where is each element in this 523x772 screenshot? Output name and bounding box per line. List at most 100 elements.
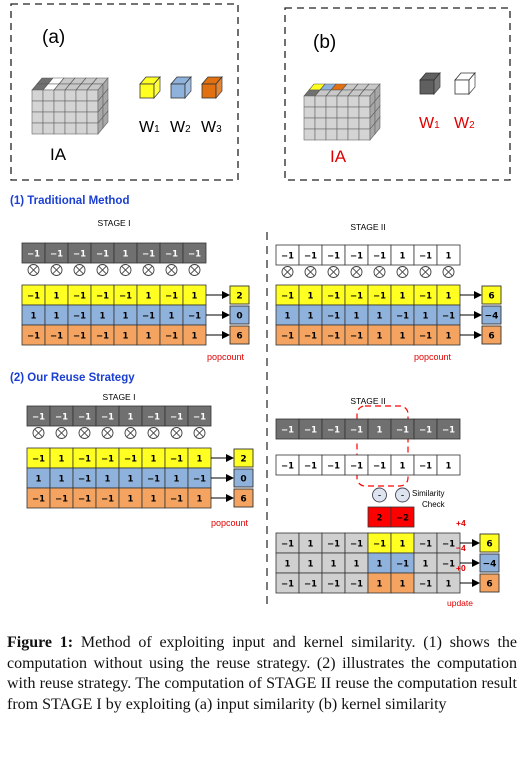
multiply-icon-stroke bbox=[121, 265, 130, 275]
s2-stage1-input-value: 1 bbox=[128, 413, 134, 423]
panel-b-kernel-cube-side bbox=[433, 71, 441, 96]
panel-b-ia-cube-front bbox=[325, 95, 338, 108]
s1-stage1-kernel-row-value: 1 bbox=[123, 312, 129, 322]
s1-stage1-input-value: −1 bbox=[96, 250, 109, 260]
s2-stage2-result-value: 6 bbox=[486, 540, 492, 550]
s2-stage2-input-value: −1 bbox=[281, 462, 294, 472]
panel-a-ia-cube-front bbox=[86, 100, 99, 113]
s2-stage2-prev-input-value: −1 bbox=[419, 426, 432, 436]
s1-stage1-result-box bbox=[229, 285, 250, 305]
multiply-icon-stroke bbox=[421, 267, 430, 277]
s1-stage1-result-value: 0 bbox=[236, 312, 242, 322]
panel-b-kernel-cube-front bbox=[419, 79, 435, 95]
s1-stage2-kernel-row-value: −1 bbox=[419, 292, 432, 302]
multiply-icon-stroke bbox=[103, 428, 112, 438]
s2-stage2-label: STAGE II bbox=[350, 396, 385, 406]
s1-stage2-kernel-row-value: −1 bbox=[327, 312, 340, 322]
caption-label: Figure 1: bbox=[7, 634, 74, 651]
s1-stage2-kernel-row-value: 1 bbox=[377, 312, 383, 322]
s2-stage2-prev-input-value: −1 bbox=[396, 426, 409, 436]
delta-label: +4 bbox=[456, 518, 466, 528]
s2-stage1-input-value: −1 bbox=[101, 413, 114, 423]
s1-stage2-label: STAGE II bbox=[350, 222, 385, 232]
s1-stage1-kernel-row-value: −1 bbox=[50, 332, 63, 342]
s1-stage2-kernel-row-value: 1 bbox=[354, 312, 360, 322]
s1-stage2-kernel-row-value: −1 bbox=[419, 332, 432, 342]
panel-b-ia-cube-front bbox=[336, 117, 349, 130]
s1-stage1-kernel-row-value: −1 bbox=[73, 312, 86, 322]
s2-stage1-kernel-row-value: −1 bbox=[101, 455, 114, 465]
panel-a-ia-cube-front bbox=[75, 89, 88, 102]
s2-stage2-kernel-row-value: 1 bbox=[308, 560, 314, 570]
s2-stage1-input-value: −1 bbox=[170, 413, 183, 423]
s2-stage2-kernel-row-value: 1 bbox=[331, 560, 337, 570]
panel-a-ia-cube-front bbox=[75, 122, 88, 135]
panel-a-ia-cube-front bbox=[31, 100, 44, 113]
s1-stage2-kernel-row-value: −1 bbox=[281, 292, 294, 302]
s1-stage1-kernel-row-value: −1 bbox=[73, 292, 86, 302]
s1-stage1-kernel-row-value: −1 bbox=[96, 292, 109, 302]
s2-stage2-kernel-row-value: −1 bbox=[281, 580, 294, 590]
s1-stage2-input-value: −1 bbox=[373, 252, 386, 262]
panel-b-ia-cube-front bbox=[303, 128, 316, 141]
s2-stage2-input-value: −1 bbox=[350, 462, 363, 472]
panel-a-ia-cube-front bbox=[31, 89, 44, 102]
multiply-icon-stroke bbox=[75, 265, 84, 275]
similarity-highlight bbox=[356, 405, 409, 487]
s1-stage2-input-value: 1 bbox=[446, 252, 452, 262]
s1-stage1-kernel-row-value: −1 bbox=[96, 332, 109, 342]
panel-a-ia-cube-front bbox=[42, 122, 55, 135]
s2-stage2-result-value: −4 bbox=[483, 560, 497, 570]
s1-stage2-result-box bbox=[481, 285, 502, 305]
s1-stage1-kernel-row-value: 1 bbox=[146, 292, 152, 302]
s1-stage1-kernel-row-value: −1 bbox=[119, 292, 132, 302]
figure-caption: Figure 1: Method of exploiting input and… bbox=[7, 633, 517, 715]
s1-stage1-input-value: 1 bbox=[123, 250, 129, 260]
multiply-icon-stroke bbox=[29, 265, 38, 275]
subtract-icon bbox=[395, 487, 410, 503]
s2-stage1-kernel-row-value: 1 bbox=[128, 495, 134, 505]
s2-stage1-result-value: 6 bbox=[240, 495, 246, 505]
s1-stage2-result-box bbox=[481, 305, 502, 325]
s1-stage2-kernel-row-value: −1 bbox=[327, 292, 340, 302]
panel-b-ia-cube-front bbox=[303, 95, 316, 108]
s2-stage2-input-value: −1 bbox=[327, 462, 340, 472]
s1-stage2-input-value: 1 bbox=[400, 252, 406, 262]
s1-stage2-kernel-row-value: 1 bbox=[377, 332, 383, 342]
s2-stage1-popcount: popcount bbox=[211, 518, 249, 528]
s2-stage1-kernel-row-value: −1 bbox=[78, 455, 91, 465]
s1-stage2-result-box bbox=[481, 325, 502, 345]
s2-stage2-kernel-row-value: 1 bbox=[285, 560, 291, 570]
multiply-icon-stroke bbox=[306, 267, 315, 277]
panel-a-label: (a) bbox=[42, 27, 65, 48]
panel-a-frame bbox=[10, 3, 239, 181]
s1-stage2-kernel-row-value: −1 bbox=[281, 332, 294, 342]
s2-stage1-kernel-row-value: −1 bbox=[193, 475, 206, 485]
s1-stage2-kernel-row-value: 1 bbox=[446, 332, 452, 342]
panel-b-ia-cube-front bbox=[325, 106, 338, 119]
s1-stage2-kernel-row-value: 1 bbox=[400, 332, 406, 342]
s2-stage2-result-box bbox=[479, 553, 500, 573]
panel-b-ia-cube-front bbox=[303, 117, 316, 130]
s1-stage2-kernel-row-value: 1 bbox=[423, 312, 429, 322]
s2-stage2-kernel-row-value: −1 bbox=[442, 540, 455, 550]
s2-stage2-kernel-row-value: −1 bbox=[419, 580, 432, 590]
delta-label: −4 bbox=[456, 543, 466, 553]
s2-stage2-kernel-row-value: 1 bbox=[377, 580, 383, 590]
s1-stage2-input-cell bbox=[436, 244, 461, 266]
kernel-subscript: 2 bbox=[185, 124, 191, 135]
s1-stage1-kernel-row-value: 1 bbox=[100, 312, 106, 322]
s1-stage2-result-value: 6 bbox=[488, 292, 494, 302]
s2-stage2-kernel-row-value: 1 bbox=[400, 580, 406, 590]
multiply-icon-stroke bbox=[57, 428, 66, 438]
panel-a-ia-cube-front bbox=[31, 122, 44, 135]
s2-stage2-kernel-row-value: 1 bbox=[400, 540, 406, 550]
s1-stage2-input-value: −1 bbox=[419, 252, 432, 262]
multiply-icon-stroke bbox=[34, 428, 43, 438]
s1-stage1-kernel-row-value: −1 bbox=[165, 332, 178, 342]
panel-a-ia-cube-front bbox=[64, 89, 77, 102]
subtract-icon-glyph: - bbox=[378, 491, 381, 502]
s1-stage1-kernel-row-value: 1 bbox=[192, 332, 198, 342]
panel-b-ia-cube-front bbox=[358, 95, 371, 108]
